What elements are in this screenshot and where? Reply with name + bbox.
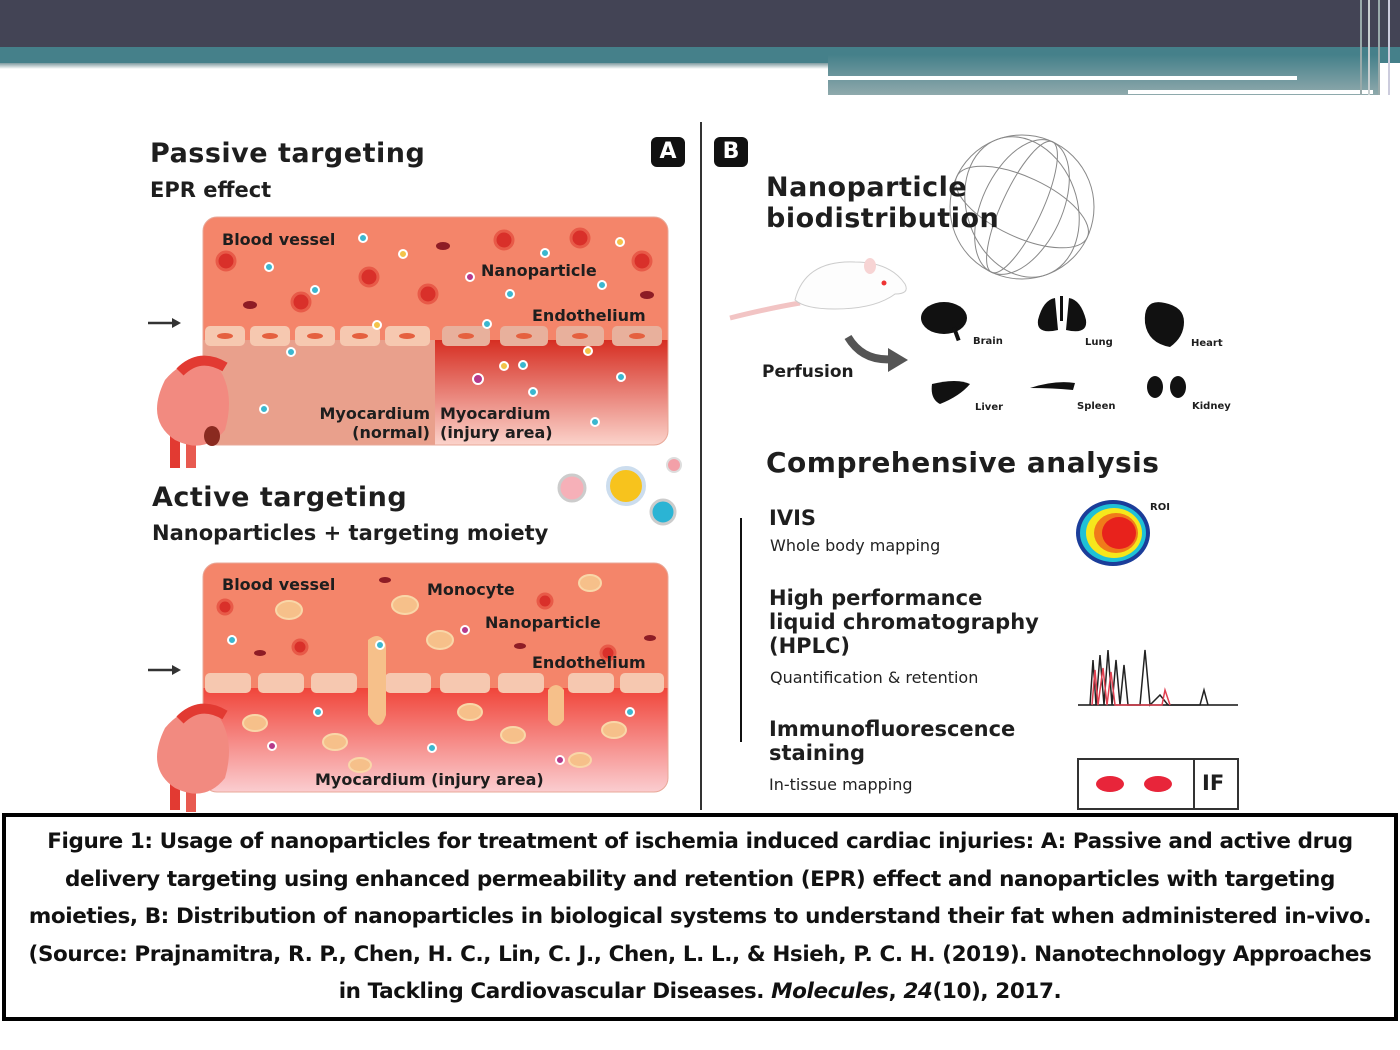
epr-effect-subtitle: EPR effect [150,178,272,202]
spleen-icon [1030,382,1075,390]
decorative-line [1388,0,1390,95]
caption-text: Figure 1: Usage of nanoparticles for tre… [6,823,1394,1011]
panel-b-badge: B [714,137,748,167]
hplc-description: Quantification & retention [770,668,979,687]
label-nanoparticle: Nanoparticle [481,261,597,280]
perfusion-arrow-icon [844,334,894,364]
label-blood-vessel: Blood vessel [222,575,336,594]
slide-header-bar [0,0,1400,47]
roi-label: ROI [1150,502,1170,513]
label-line: (injury area) [440,423,553,442]
organ-label: Brain [973,336,1003,347]
liver-icon [931,381,970,404]
decorative-line [1368,0,1370,95]
ivis-description: Whole body mapping [770,536,941,555]
header-shadow [0,63,828,69]
globe-icon [949,134,1095,280]
decorative-line [1360,0,1362,95]
label-nanoparticle: Nanoparticle [485,613,601,632]
kidney-icon [1147,376,1163,398]
caption-volume: 24 [903,979,933,1005]
passive-vessel-diagram [203,217,668,445]
decorative-line [1378,0,1380,95]
label-line: Myocardium [440,404,551,423]
organ-label: Lung [1085,337,1113,348]
panel-a-badge: A [651,137,685,167]
caption-issue: (10), 2017. [932,979,1062,1005]
label-endothelium: Endothelium [532,306,646,325]
label-line: (normal) [352,423,430,442]
vessel-border [202,562,669,793]
figure-caption: Figure 1: Usage of nanoparticles for tre… [2,813,1398,1021]
ivis-heatmap-icon [1076,500,1150,566]
if-label: IF [1202,771,1225,795]
label-myocardium-normal: Myocardium(normal) [310,404,430,442]
title-line: Nanoparticle [766,172,968,203]
decorative-line [828,76,1297,80]
label-blood-vessel: Blood vessel [222,230,336,249]
active-vessel-diagram [203,563,668,792]
if-description: In-tissue mapping [769,775,913,794]
comprehensive-analysis-title: Comprehensive analysis [766,446,1160,479]
label-myocardium-injury: Myocardium (injury area) [315,770,544,789]
label-endothelium: Endothelium [532,653,646,672]
arrow-icon [148,318,181,675]
brain-icon [921,302,967,334]
targeted-nanoparticle-icons [557,457,682,526]
mouse-illustration [729,258,907,321]
organ-label: Heart [1191,338,1223,349]
title-line: biodistribution [766,203,1000,234]
title-line: High performance [769,586,983,610]
title-line: liquid chromatography [769,610,1039,634]
heart-illustration [157,703,229,812]
label-myocardium-injury: Myocardium(injury area) [440,404,553,442]
ivis-title: IVIS [769,506,817,530]
heart-icon [1144,302,1184,347]
title-line: Immunofluorescence [769,717,1016,741]
hplc-chromatogram [1078,649,1238,707]
figure: Passive targeting EPR effect A B Blood v… [148,122,1239,812]
lung-icon [1037,298,1087,332]
label-line: Myocardium [319,404,430,423]
active-targeting-subtitle: Nanoparticles + targeting moiety [152,521,549,545]
header-accent-right [828,55,1380,95]
organ-label: Kidney [1192,401,1231,412]
active-targeting-title: Active targeting [152,482,408,513]
if-staining-box [1077,758,1239,810]
monocyte-transmigrating [368,636,386,725]
caption-main: Figure 1: Usage of nanoparticles for tre… [28,829,1372,1005]
organ-icons [921,296,1186,404]
decorative-line [1128,90,1373,94]
caption-journal: Molecules [771,979,889,1005]
title-line: staining [769,741,866,765]
caption-separator: , [888,979,904,1005]
vessel-border [202,216,669,446]
heart-illustration [157,355,229,468]
label-monocyte: Monocyte [427,580,515,599]
organ-label: Liver [975,402,1004,413]
passive-targeting-title: Passive targeting [150,138,426,169]
perfusion-label: Perfusion [762,362,854,382]
title-line: (HPLC) [769,634,850,658]
organ-label: Spleen [1077,401,1116,412]
figure-graphics [148,122,1239,812]
